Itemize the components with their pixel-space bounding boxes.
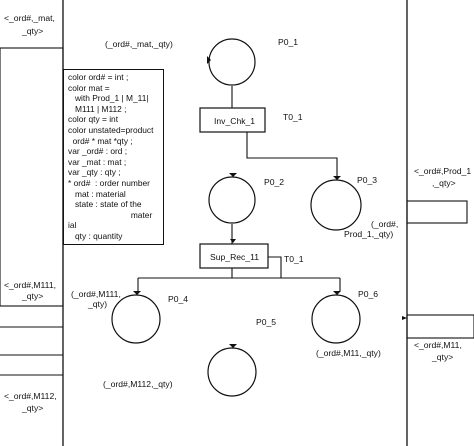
place-p0-3-marking-line1: (_ord#, (371, 219, 398, 229)
port-top-left-line2: _qty> (21, 26, 43, 36)
place-p0-5-marking: (_ord#,M112,_qty) (103, 379, 173, 389)
place-p0-4-label: P0_4 (168, 294, 188, 304)
place-p0-4-marking-line1: (_ord#,M111, (71, 289, 121, 299)
declaration-line: * ord# : order number (68, 177, 150, 188)
place-p0-6-marking: (_ord#,M11,_qty) (316, 348, 381, 358)
declaration-box: color ord# = int ; color mat = with Prod… (63, 69, 164, 245)
place-p0-1[interactable] (208, 38, 256, 86)
declaration-line: var _qty : qty ; (68, 167, 121, 178)
declaration-line: qty : quantity (68, 230, 123, 241)
place-p0-1-arrow (207, 56, 211, 64)
declaration-line: state : state of the (68, 199, 142, 210)
declaration-line: M111 | M112 ; (68, 103, 127, 114)
transition-sup-rec-11[interactable] (199, 243, 269, 269)
place-p0-3-arrow (333, 176, 341, 180)
declaration-line: color unstated=product (68, 124, 154, 135)
port-right-lower-line2: _qty> (431, 352, 453, 362)
transition-inv-chk-1-label: T0_1 (283, 112, 303, 122)
place-p0-3-label: P0_3 (357, 175, 377, 185)
left-port-box-top (0, 47, 64, 307)
place-p0-5[interactable] (207, 347, 257, 397)
place-p0-1-label: P0_1 (278, 37, 298, 47)
arc-t0-1-to-p0-3 (246, 132, 338, 176)
declaration-line: ial (68, 220, 77, 231)
transition-inv-chk-1[interactable] (199, 107, 266, 133)
port-bottom-left-line2: _qty> (21, 403, 43, 413)
port-mid-left-line1: <_ord#,M111, (4, 280, 56, 290)
arc-p0-2-arrow (230, 239, 236, 243)
place-p0-6-arrow (333, 291, 341, 295)
declaration-line: color qty = int (68, 114, 119, 125)
declaration-line: color ord# = int ; (68, 72, 129, 82)
transition-sup-rec-11-name: Sup_Rec_11 (210, 252, 259, 262)
place-p0-4-arrow (133, 291, 141, 295)
right-port-box-lower (406, 314, 474, 339)
declaration-line: var _mat : mat ; (68, 156, 127, 167)
place-p0-1-marking: (_ord#,_mat,_qty) (105, 39, 173, 49)
right-port-box-upper (406, 200, 468, 224)
place-p0-6[interactable] (311, 294, 361, 344)
place-p0-4[interactable] (111, 294, 161, 344)
port-mid-left-line2: _qty> (21, 291, 43, 301)
declaration-line: var _ord# : ord ; (68, 146, 128, 157)
place-p0-2-arrow (229, 173, 237, 177)
declaration-line: mat : material (68, 188, 126, 199)
port-bottom-left-line1: <_ord#,M112, (4, 391, 57, 401)
port-right-lower-line1: <_ord#,M11, (414, 340, 462, 350)
port-right-upper-line2: ,_qty> (432, 178, 456, 188)
arc-to-p0-6 (268, 256, 282, 278)
right-port-arrow (402, 316, 407, 320)
place-p0-2[interactable] (208, 176, 256, 224)
declaration-line: ord# * mat *qty ; (68, 135, 133, 146)
port-top-left-line1: <_ord#,_mat, (4, 13, 55, 23)
place-p0-3[interactable] (310, 179, 362, 231)
place-p0-3-marking-line2: Prod_1,_qty) (344, 229, 393, 239)
place-p0-4-marking-line2: _qty) (87, 299, 107, 309)
declaration-line: color mat = (68, 82, 110, 93)
place-p0-5-arrow (229, 344, 237, 348)
place-p0-5-label: P0_5 (256, 317, 276, 327)
declaration-line: mater (68, 209, 153, 220)
place-p0-2-label: P0_2 (264, 177, 284, 187)
transition-sup-rec-11-label: T0_1 (284, 254, 304, 264)
declaration-line: with Prod_1 | M_11| (68, 93, 149, 104)
port-right-upper-line1: <_ord#,Prod_1 (414, 166, 471, 176)
place-p0-6-label: P0_6 (358, 289, 378, 299)
transition-inv-chk-1-name: Inv_Chk_1 (214, 116, 255, 126)
